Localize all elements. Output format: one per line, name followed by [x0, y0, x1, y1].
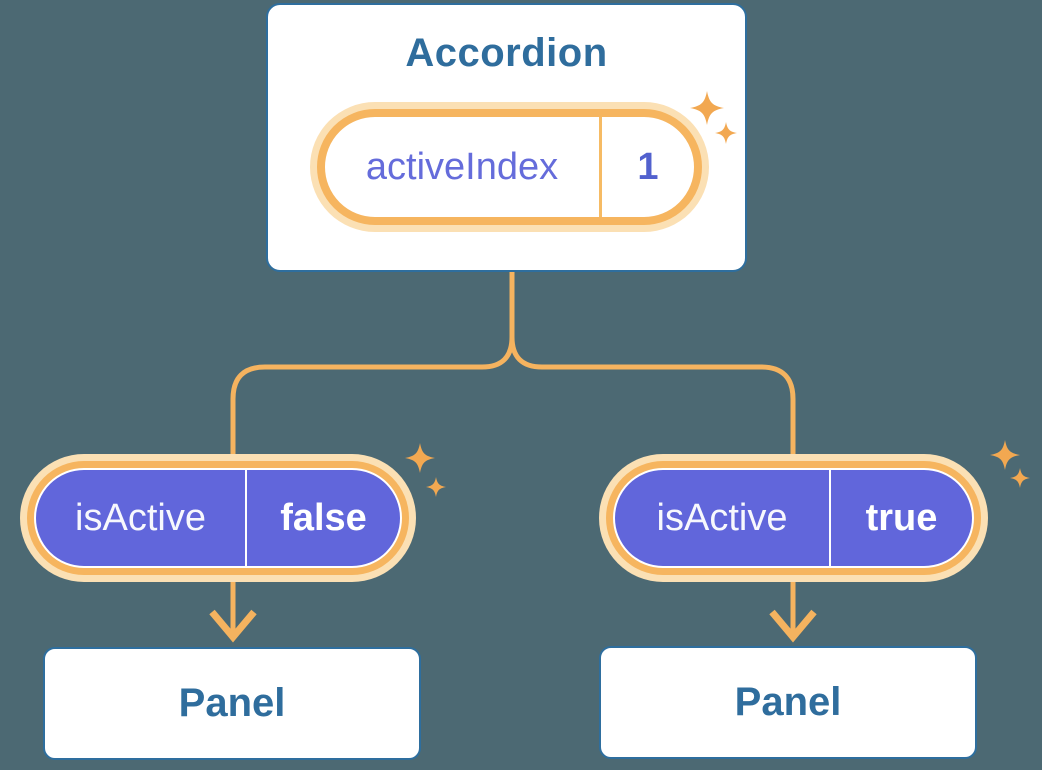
sparkle-icon [405, 443, 435, 473]
prop-pill-divider [829, 470, 831, 566]
tree-connector-left [230, 272, 515, 634]
tree-connector-right [509, 272, 796, 634]
sparkle-icon [1010, 468, 1030, 488]
accordion-node-title: Accordion [405, 31, 608, 75]
state-pill: activeIndex 1 [317, 109, 702, 225]
prop-pill-value: true [865, 496, 938, 539]
sparkle-icon [426, 477, 446, 497]
state-pill-divider [599, 117, 602, 217]
sparkle-icon [990, 440, 1020, 470]
prop-pill-true: isActive true [613, 468, 974, 568]
panel-node-left: Panel [43, 647, 421, 760]
arrow-down-icon [209, 609, 257, 643]
prop-pill-label: isActive [656, 496, 788, 539]
accordion-node: Accordion activeIndex 1 [266, 3, 747, 272]
prop-pill-label: isActive [75, 496, 206, 539]
state-pill-label: activeIndex [365, 145, 559, 188]
prop-pill-value: false [280, 496, 367, 539]
arrow-down-icon [769, 609, 817, 643]
prop-pill-false: isActive false [34, 468, 402, 568]
state-pill-value: 1 [637, 145, 659, 188]
panel-node-right: Panel [599, 646, 977, 759]
